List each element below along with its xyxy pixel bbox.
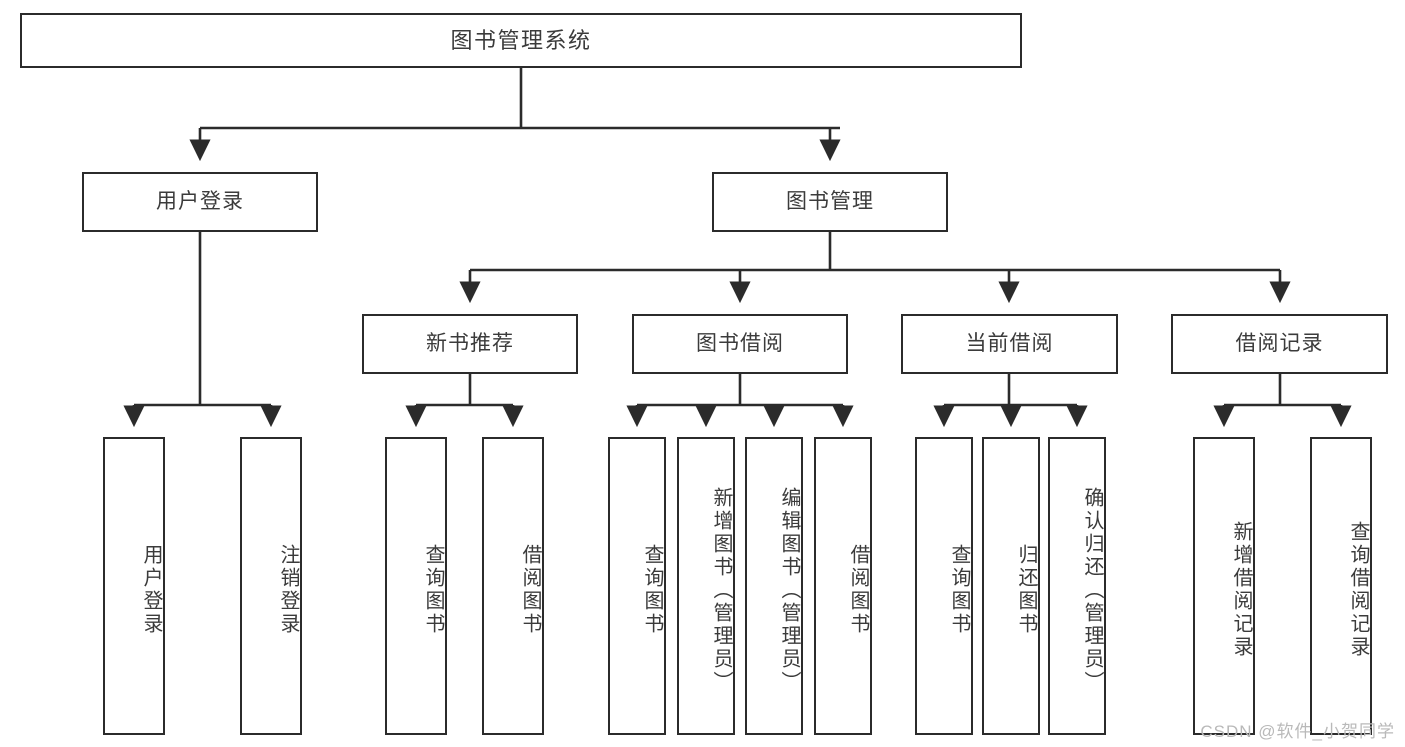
node-cb-confirm-return[interactable]: 确认归还（管理员） — [1048, 437, 1106, 735]
node-cb-query-book[interactable]: 查询图书 — [915, 437, 973, 735]
node-borrow-record[interactable]: 借阅记录 — [1171, 314, 1388, 374]
node-label: 查询图书 — [641, 544, 663, 636]
node-bb-borrow-book[interactable]: 借阅图书 — [814, 437, 872, 735]
node-label: 查询图书 — [948, 544, 970, 636]
node-book-borrow[interactable]: 图书借阅 — [632, 314, 848, 374]
node-bb-query-book[interactable]: 查询图书 — [608, 437, 666, 735]
node-user-logout[interactable]: 注销登录 — [240, 437, 302, 735]
node-current-borrow[interactable]: 当前借阅 — [901, 314, 1118, 374]
node-label: 注销登录 — [277, 544, 299, 636]
node-root-system[interactable]: 图书管理系统 — [20, 13, 1022, 68]
node-label: 查询图书 — [422, 544, 444, 636]
node-nbr-query-book[interactable]: 查询图书 — [385, 437, 447, 735]
node-br-query-record[interactable]: 查询借阅记录 — [1310, 437, 1372, 735]
node-label: 借阅记录 — [1235, 331, 1324, 355]
node-br-add-record[interactable]: 新增借阅记录 — [1193, 437, 1255, 735]
node-cb-return-book[interactable]: 归还图书 — [982, 437, 1040, 735]
node-label: 借阅图书 — [847, 544, 869, 636]
node-label: 借阅图书 — [519, 544, 541, 636]
node-bb-add-book[interactable]: 新增图书（管理员） — [677, 437, 735, 735]
node-label: 新书推荐 — [426, 331, 514, 355]
node-label: 归还图书 — [1015, 544, 1037, 636]
node-new-book-recommend[interactable]: 新书推荐 — [362, 314, 578, 374]
node-bb-edit-book[interactable]: 编辑图书（管理员） — [745, 437, 803, 735]
node-label: 新增图书（管理员） — [710, 486, 732, 694]
node-label: 用户登录 — [156, 189, 244, 213]
node-label: 当前借阅 — [965, 331, 1054, 355]
node-label: 图书借阅 — [696, 331, 784, 355]
node-label: 确认归还（管理员） — [1081, 486, 1103, 694]
node-label: 新增借阅记录 — [1230, 521, 1252, 659]
watermark-text: CSDN @软件_小贺同学 — [1200, 722, 1395, 741]
node-label: 图书管理系统 — [450, 27, 592, 53]
node-label: 编辑图书（管理员） — [778, 486, 800, 694]
node-user-login-do[interactable]: 用户登录 — [103, 437, 165, 735]
node-user-login[interactable]: 用户登录 — [82, 172, 318, 232]
node-label: 图书管理 — [786, 189, 874, 213]
node-label: 用户登录 — [140, 544, 162, 636]
node-book-manage[interactable]: 图书管理 — [712, 172, 948, 232]
node-label: 查询借阅记录 — [1347, 521, 1369, 659]
node-nbr-borrow-book[interactable]: 借阅图书 — [482, 437, 544, 735]
